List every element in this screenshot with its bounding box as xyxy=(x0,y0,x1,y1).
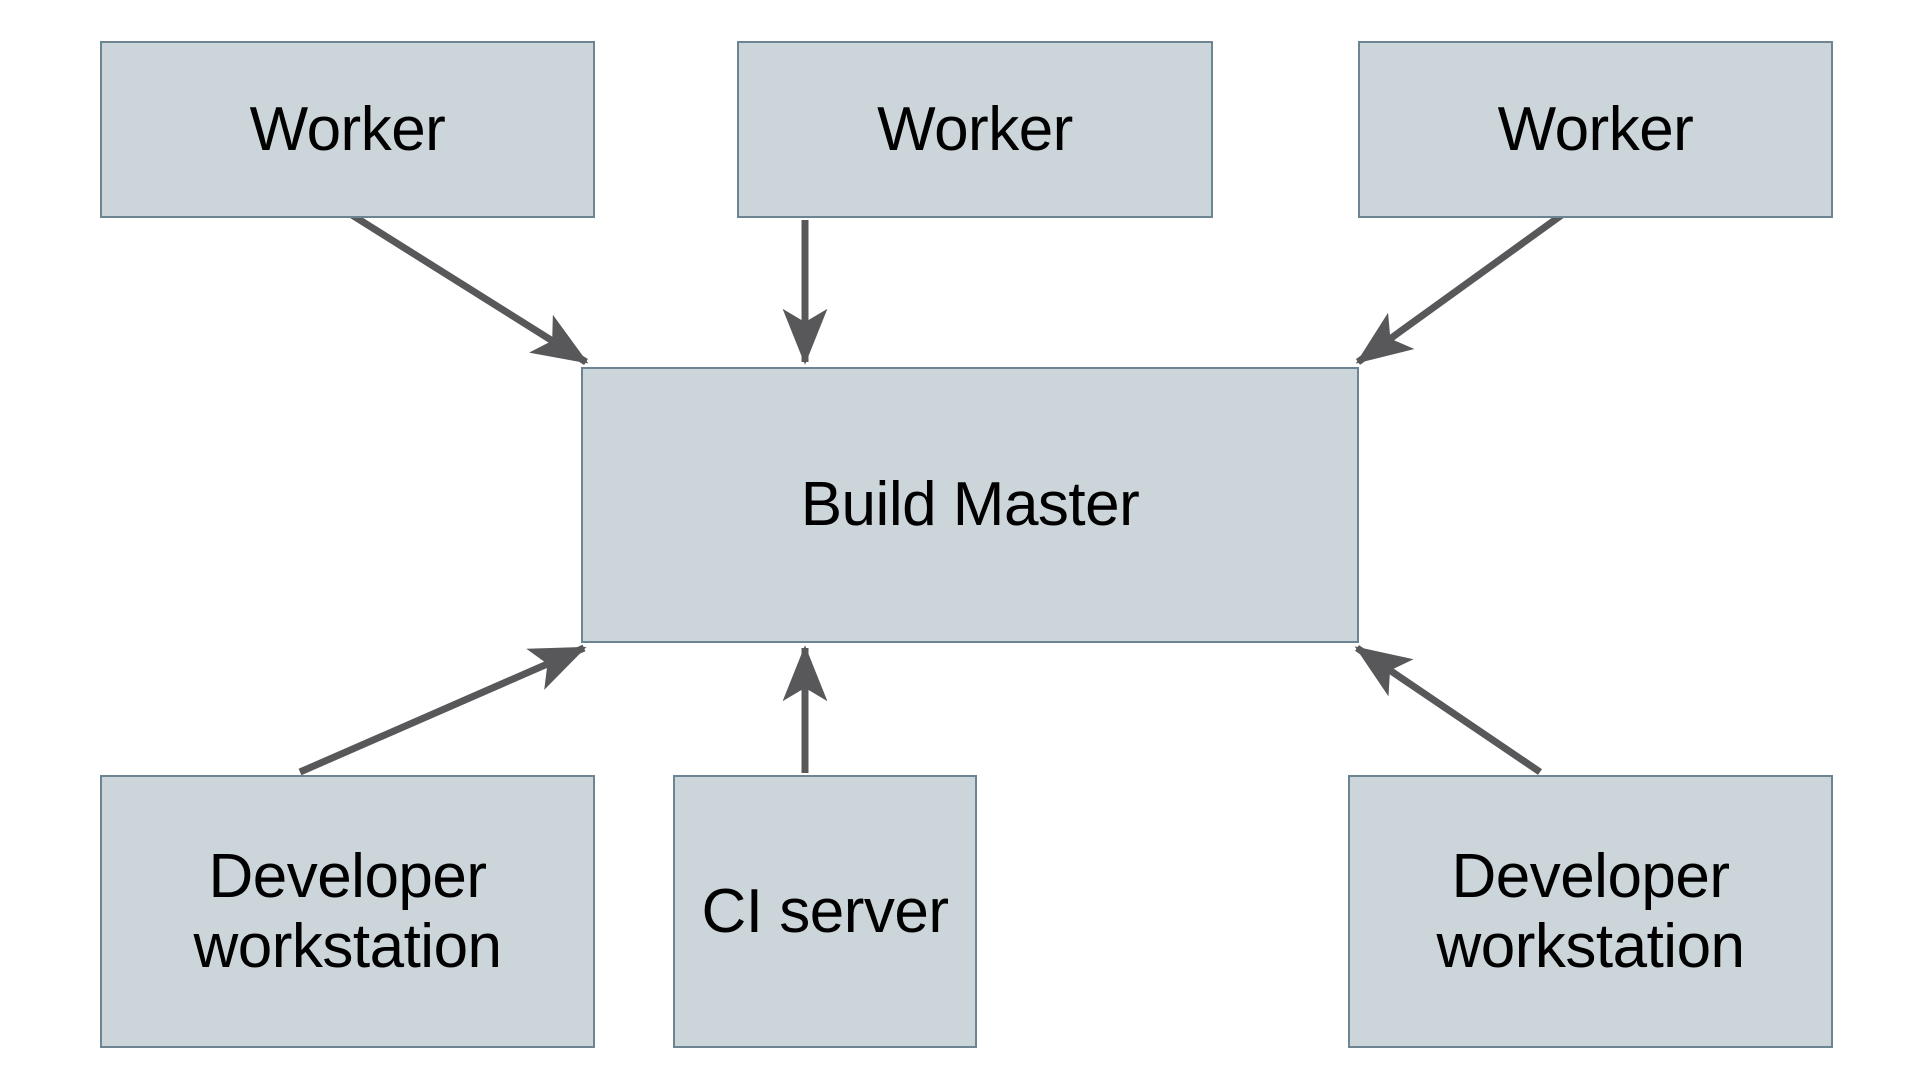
node-label-ci-server: CI server xyxy=(701,876,949,946)
node-label-worker-mid: Worker xyxy=(877,94,1073,164)
edge-dev-right-to-master xyxy=(1354,645,1542,775)
node-label-developer-workstation-left: Developer workstation xyxy=(193,842,502,981)
node-label-worker-left: Worker xyxy=(249,94,446,164)
edge-dev-left-to-master xyxy=(298,644,587,776)
node-label-developer-workstation-right: Developer workstation xyxy=(1436,842,1745,981)
node-label-build-master: Build Master xyxy=(800,470,1140,540)
node-ci-server[interactable]: CI server xyxy=(673,775,977,1048)
node-build-master[interactable]: Build Master xyxy=(581,367,1359,643)
node-worker-left[interactable]: Worker xyxy=(100,41,595,218)
node-worker-right[interactable]: Worker xyxy=(1358,41,1833,218)
node-developer-workstation-left[interactable]: Developer workstation xyxy=(100,775,595,1048)
node-developer-workstation-right[interactable]: Developer workstation xyxy=(1348,775,1833,1048)
node-worker-mid[interactable]: Worker xyxy=(737,41,1213,218)
node-label-worker-right: Worker xyxy=(1497,94,1694,164)
